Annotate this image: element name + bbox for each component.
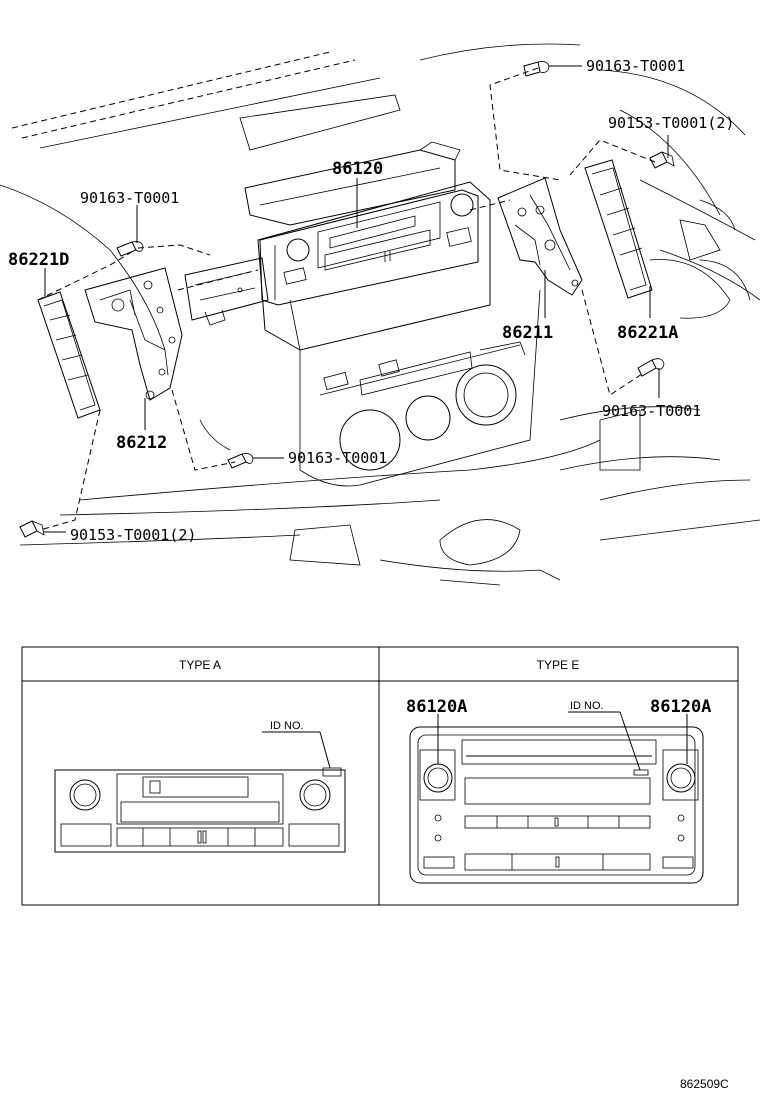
screw-90163-upper-left — [116, 241, 144, 257]
callout-90163-T0001-right: 90163-T0001 — [602, 402, 701, 420]
screw-90163-right — [637, 358, 665, 377]
bracket-86211 — [497, 177, 583, 296]
leader-lines — [44, 65, 669, 533]
bracket-86212 — [84, 267, 183, 401]
screw-90153-top-right — [649, 151, 675, 169]
callout-90163-T0001-lower: 90163-T0001 — [288, 449, 387, 467]
screw-90153-bottom-left — [19, 520, 45, 538]
type-e-part-left: 86120A — [406, 697, 467, 717]
dashboard-sketch — [0, 43, 760, 586]
type-a-id-label: ID NO. — [270, 720, 304, 732]
callout-90163-T0001-top: 90163-T0001 — [586, 57, 685, 75]
screw-90163-top — [523, 61, 550, 77]
panel-86221D — [37, 291, 101, 419]
callout-86211: 86211 — [502, 323, 553, 343]
audio-head-unit — [184, 189, 479, 326]
install-dash-lines — [37, 67, 656, 531]
panel-86221A — [584, 159, 653, 299]
type-e-part-right: 86120A — [650, 697, 711, 717]
screw-90163-lower-middle — [227, 453, 254, 469]
callout-90153-T0001-2-bottom: 90153-T0001(2) — [70, 526, 196, 544]
callout-90163-T0001-upper-left: 90163-T0001 — [80, 189, 179, 207]
callout-86212: 86212 — [116, 433, 167, 453]
type-a-unit — [54, 731, 346, 853]
type-a-header: TYPE A — [179, 658, 221, 672]
variant-table: TYPE A TYPE E — [21, 646, 739, 906]
callout-86221A: 86221A — [617, 323, 678, 343]
type-e-unit — [409, 711, 704, 884]
figure-code: 862509C — [680, 1077, 729, 1091]
callout-86221D: 86221D — [8, 250, 69, 270]
callout-86120: 86120 — [332, 159, 383, 179]
callout-90153-T0001-2-top: 90153-T0001(2) — [608, 114, 734, 132]
type-e-header: TYPE E — [537, 658, 580, 672]
type-e-id-label: ID NO. — [570, 700, 604, 712]
